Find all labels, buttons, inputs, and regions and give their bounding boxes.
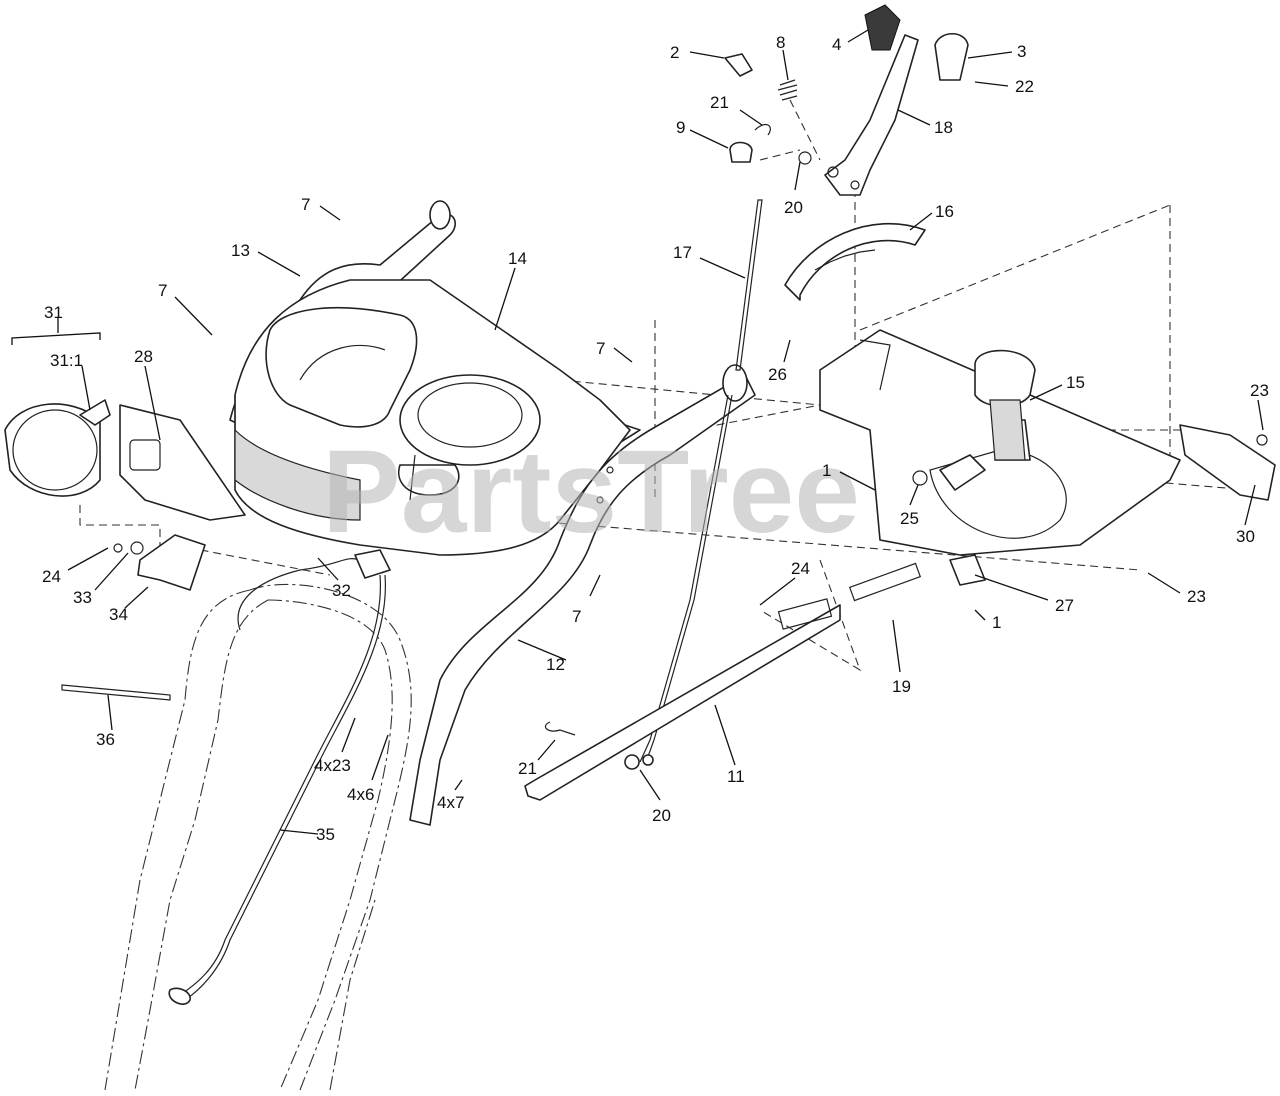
control-rod [639, 199, 763, 763]
spring-and-pins [724, 53, 798, 163]
callout-7d: 7 [572, 607, 581, 626]
callout-2: 2 [670, 43, 679, 62]
callout-20a: 20 [784, 198, 803, 217]
chute-bracket [819, 329, 1181, 556]
callout-23b: 23 [1187, 587, 1206, 606]
callout-11: 11 [727, 767, 745, 786]
callout-7c: 7 [596, 339, 605, 358]
lower-handle-phantom [104, 583, 412, 1091]
callout-19: 19 [892, 677, 911, 696]
callout-24a: 24 [42, 567, 61, 586]
callout-32: 32 [332, 581, 351, 600]
callout-12: 12 [546, 655, 565, 674]
shift-rod [524, 598, 841, 801]
callout-7a: 7 [301, 195, 310, 214]
callout-4x6: 4x6 [347, 785, 374, 804]
right-brackets [848, 424, 1276, 602]
shift-gate [784, 222, 926, 301]
callout-8: 8 [776, 33, 785, 52]
callout-7b: 7 [158, 281, 167, 300]
callout-24b: 24 [791, 559, 810, 578]
callout-labels: 2 8 4 3 22 21 9 18 20 16 17 7 13 14 7 31… [42, 33, 1269, 844]
shift-lever [798, 4, 969, 196]
callout-1b: 1 [992, 613, 1001, 632]
callout-18: 18 [934, 118, 953, 137]
headlight-assembly [4, 399, 246, 591]
wiring-harness [61, 549, 391, 1005]
callout-3: 3 [1017, 42, 1026, 61]
callout-4x23: 4x23 [314, 756, 351, 775]
callout-22: 22 [1015, 77, 1034, 96]
callout-25: 25 [900, 509, 919, 528]
callout-34: 34 [109, 605, 128, 624]
callout-15: 15 [1066, 373, 1085, 392]
callout-33: 33 [73, 588, 92, 607]
callout-31: 31 [44, 303, 63, 322]
watermark: PartsTree [322, 426, 860, 558]
callout-35: 35 [316, 825, 335, 844]
callout-30: 30 [1236, 527, 1255, 546]
callout-23a: 23 [1250, 381, 1269, 400]
callout-4: 4 [832, 35, 841, 54]
callout-9: 9 [676, 118, 685, 137]
console [234, 279, 631, 556]
callout-21b: 21 [518, 759, 537, 778]
leader-lines [11, 29, 1264, 835]
callout-20b: 20 [652, 806, 671, 825]
callout-26: 26 [768, 365, 787, 384]
callout-13: 13 [231, 241, 250, 260]
callout-27: 27 [1055, 596, 1074, 615]
callout-17: 17 [673, 243, 692, 262]
callout-16: 16 [935, 202, 954, 221]
callout-4x7: 4x7 [437, 793, 464, 812]
callout-28: 28 [134, 347, 153, 366]
callout-36: 36 [96, 730, 115, 749]
callout-14: 14 [508, 249, 527, 268]
callout-21a: 21 [710, 93, 729, 112]
callout-31-1: 31:1 [50, 351, 83, 370]
callout-1a: 1 [822, 461, 831, 480]
